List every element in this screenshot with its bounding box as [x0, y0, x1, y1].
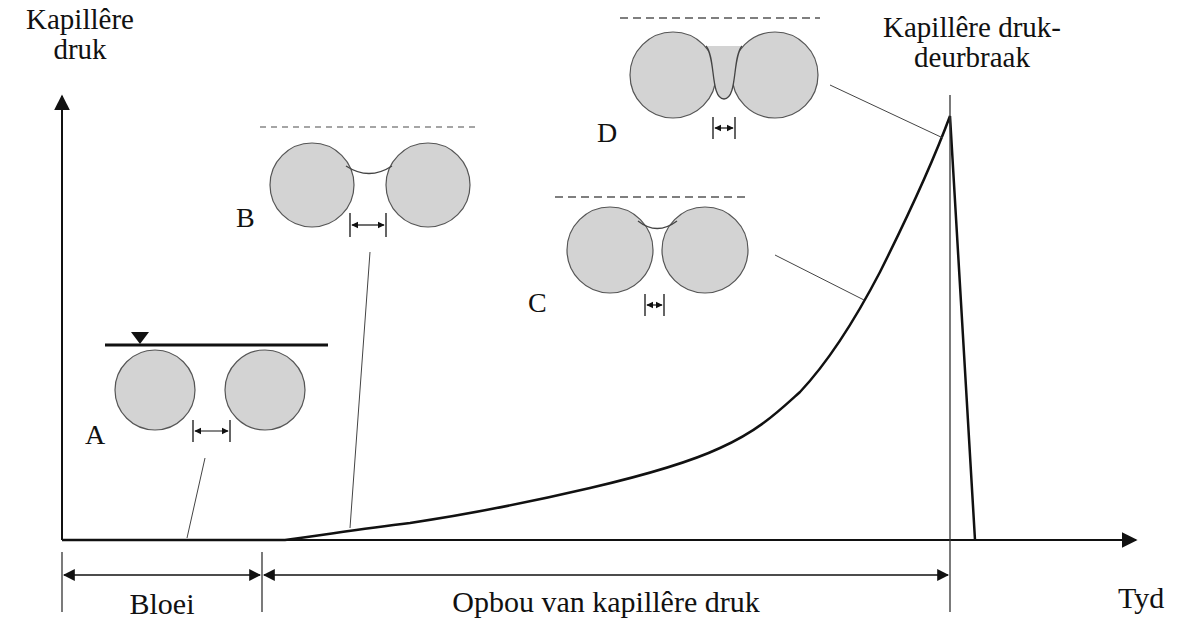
leader-line	[187, 458, 205, 538]
bracket-tick	[61, 552, 62, 612]
stage-letter: B	[236, 203, 255, 232]
grain	[225, 350, 305, 430]
stage-letter: C	[528, 288, 547, 317]
dimension-tick	[712, 117, 713, 139]
dimension-tick	[349, 213, 350, 237]
dimension-tick	[385, 213, 386, 237]
axis-label: Tyd	[1118, 582, 1164, 614]
phase-label: Opbou van kapillêre druk	[452, 586, 759, 618]
dimension-arrow	[352, 224, 384, 225]
axis-label: Kapillêre druk	[5, 4, 155, 65]
dimension-tick	[229, 420, 230, 442]
dimension-tick	[734, 117, 735, 139]
grain	[662, 207, 748, 293]
leader-line	[775, 255, 864, 300]
span-arrow	[64, 574, 260, 576]
dimension-tick	[644, 294, 645, 316]
meniscus	[638, 221, 677, 229]
grain	[386, 143, 470, 227]
span-arrow	[264, 574, 948, 576]
dimension-tick	[192, 420, 193, 442]
dimension-tick	[663, 294, 664, 316]
grain	[270, 143, 354, 227]
water-level	[105, 344, 328, 347]
grain	[567, 207, 653, 293]
water-level	[555, 196, 750, 198]
leader-line	[830, 85, 943, 138]
inset-b	[260, 127, 478, 528]
water-level	[260, 126, 478, 128]
meniscus	[346, 166, 392, 174]
water-level	[620, 17, 820, 19]
dimension-arrow	[195, 430, 228, 431]
inset-c	[555, 197, 864, 316]
grain	[630, 32, 716, 118]
stage-letter: A	[85, 420, 105, 449]
pressure-curve	[62, 116, 975, 540]
inset-a	[105, 332, 328, 538]
annotation-label: Kapillêre druk- deurbraak	[847, 12, 1097, 73]
bracket-tick	[261, 552, 262, 612]
y-axis	[61, 96, 63, 540]
water-level-symbol	[131, 332, 149, 344]
leader-line	[350, 252, 370, 528]
dimension-arrow	[647, 304, 662, 305]
phase-label: Bloei	[130, 588, 195, 620]
breakthrough-line	[949, 95, 950, 612]
grain	[732, 32, 818, 118]
stage-letter: D	[597, 118, 617, 147]
meniscus	[706, 46, 742, 99]
dimension-arrow	[715, 127, 733, 128]
grain	[115, 350, 195, 430]
